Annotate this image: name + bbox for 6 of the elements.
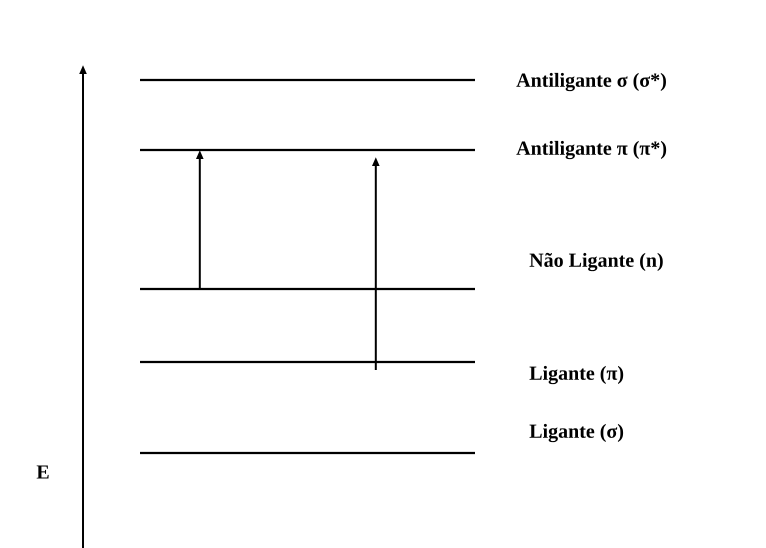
level-label: Antiligante σ (σ*) [516, 72, 666, 92]
level-label: Ligante (π) [530, 366, 624, 384]
axis-label: E [36, 465, 49, 479]
level-label: Antiligante π (π*) [516, 140, 666, 160]
level-label: Ligante (σ) [530, 424, 624, 442]
level-label: Não Ligante (n) [530, 252, 663, 272]
